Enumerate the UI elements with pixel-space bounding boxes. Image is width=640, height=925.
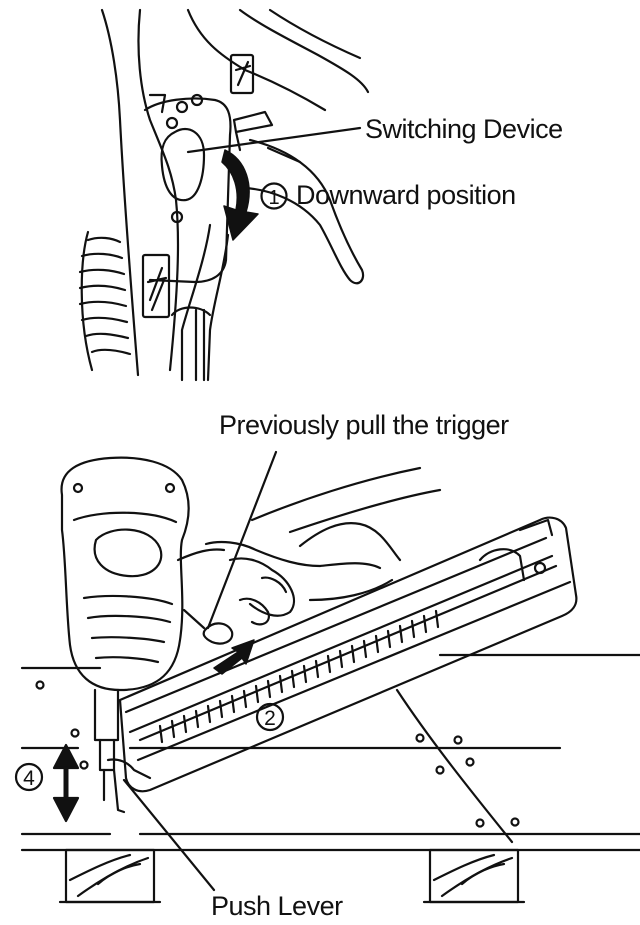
downward-curved-arrow <box>221 149 259 241</box>
switching-device-leader <box>186 126 362 154</box>
trigger-instruction-label: Previously pull the trigger <box>219 410 509 440</box>
trigger-leader <box>206 450 278 630</box>
switching-device-label: Switching Device <box>365 114 563 144</box>
tool-body-closeup <box>78 8 370 382</box>
step-4-circle <box>14 762 44 792</box>
push-lever-leader <box>122 778 216 892</box>
nailer-tool <box>60 456 578 814</box>
push-lever-label: Push Lever <box>211 891 343 921</box>
boards-and-joists <box>20 653 640 904</box>
step-2-circle <box>255 702 285 732</box>
bump-double-arrow <box>52 743 80 823</box>
step-2-number: 2 <box>264 707 276 730</box>
step-4-number: 4 <box>23 767 35 790</box>
push-direction-arrow <box>213 639 255 675</box>
step-1-number: 1 <box>268 187 279 209</box>
step-1-circle <box>260 182 288 210</box>
downward-position-label: Downward position <box>296 180 516 210</box>
